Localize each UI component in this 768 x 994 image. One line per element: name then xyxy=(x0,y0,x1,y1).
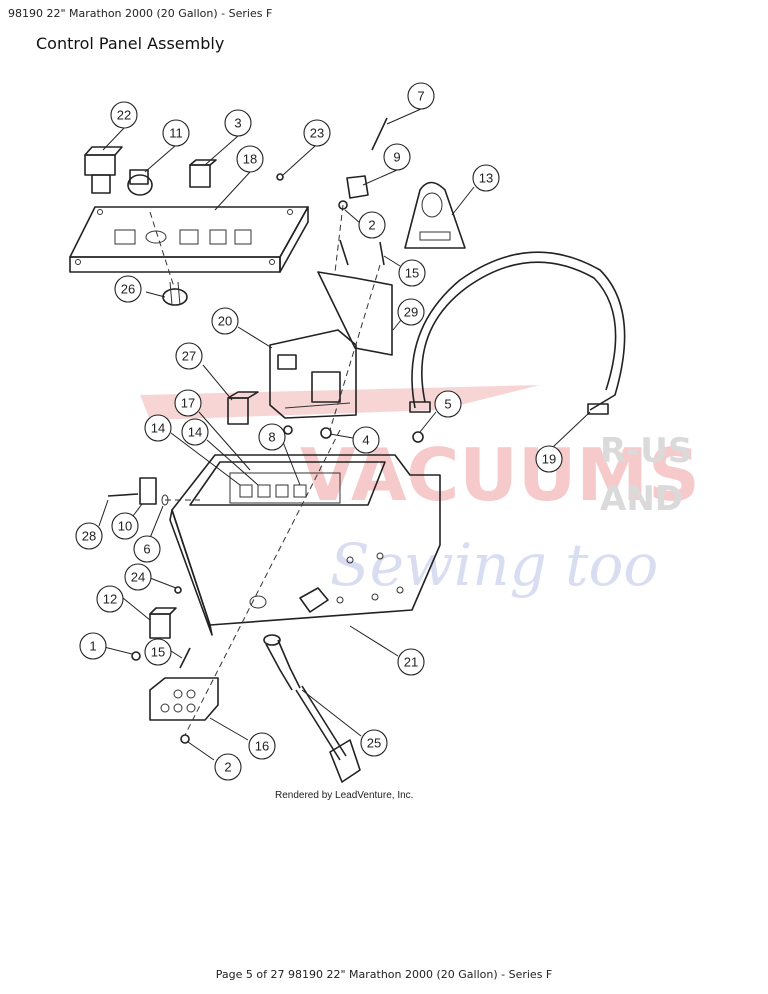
rocker-switch-part xyxy=(84,146,123,194)
document-header: 98190 22" Marathon 2000 (20 Gallon) - Se… xyxy=(8,7,273,20)
watermark-line3: Sewing too xyxy=(330,531,658,599)
relay-component-part xyxy=(227,391,259,425)
callout-13: 13 xyxy=(472,164,500,192)
callout-2-bottom: 2 xyxy=(214,753,242,781)
callout-12: 12 xyxy=(96,585,124,613)
svg-text:3: 3 xyxy=(234,116,241,131)
knob-part xyxy=(127,169,153,196)
callout-15-bottom: 15 xyxy=(144,638,172,666)
svg-text:29: 29 xyxy=(404,305,418,320)
callout-18: 18 xyxy=(236,145,264,173)
terminal-block-part xyxy=(149,677,219,721)
bracket-clip-part xyxy=(346,175,369,199)
callout-5: 5 xyxy=(434,390,462,418)
svg-text:28: 28 xyxy=(82,529,96,544)
svg-text:14: 14 xyxy=(188,425,202,440)
callout-7: 7 xyxy=(407,82,435,110)
svg-text:5: 5 xyxy=(444,397,451,412)
svg-text:24: 24 xyxy=(131,570,145,585)
fasteners xyxy=(131,117,424,744)
callout-20: 20 xyxy=(211,307,239,335)
control-panel-plate xyxy=(69,206,309,273)
svg-text:2: 2 xyxy=(368,218,375,233)
power-cord-part xyxy=(263,634,361,783)
svg-text:2: 2 xyxy=(224,760,231,775)
callout-28: 28 xyxy=(75,522,103,550)
svg-text:7: 7 xyxy=(417,89,424,104)
svg-text:22: 22 xyxy=(117,108,131,123)
callout-21: 21 xyxy=(397,648,425,676)
svg-text:8: 8 xyxy=(268,430,275,445)
callout-24: 24 xyxy=(124,563,152,591)
svg-text:13: 13 xyxy=(479,171,493,186)
svg-text:4: 4 xyxy=(362,433,369,448)
svg-text:10: 10 xyxy=(118,519,132,534)
callout-4: 4 xyxy=(352,426,380,454)
potentiometer-part xyxy=(162,281,188,306)
watermark-line2b: AND xyxy=(600,479,683,519)
callout-16: 16 xyxy=(248,732,276,760)
callout-27: 27 xyxy=(175,342,203,370)
watermark-line2a: R-US xyxy=(600,431,692,471)
callout-14-left: 14 xyxy=(144,414,172,442)
svg-text:15: 15 xyxy=(405,266,419,281)
bracket-and-board-part xyxy=(269,271,393,419)
side-switch-part xyxy=(107,477,169,506)
diagram-credit: Rendered by LeadVenture, Inc. xyxy=(275,790,414,801)
callout-15-top: 15 xyxy=(398,259,426,287)
watermark: VACUUMS R-US AND Sewing too xyxy=(140,385,700,599)
svg-text:1: 1 xyxy=(89,639,96,654)
exploded-parts-diagram: VACUUMS R-US AND Sewing too xyxy=(69,82,700,783)
callout-8: 8 xyxy=(258,423,286,451)
svg-text:21: 21 xyxy=(404,655,418,670)
cord-bail-part xyxy=(409,251,626,415)
callout-3: 3 xyxy=(224,109,252,137)
callout-9: 9 xyxy=(383,143,411,171)
svg-text:15: 15 xyxy=(151,645,165,660)
leader-lines xyxy=(98,108,591,761)
handle-loop-part xyxy=(404,181,466,249)
callout-22: 22 xyxy=(110,101,138,129)
callout-10: 10 xyxy=(111,512,139,540)
callout-11: 11 xyxy=(162,119,190,147)
small-switch-part xyxy=(189,159,217,188)
page-footer: Page 5 of 27 98190 22" Marathon 2000 (20… xyxy=(215,968,553,981)
callout-29: 29 xyxy=(397,298,425,326)
svg-text:14: 14 xyxy=(151,421,165,436)
svg-text:25: 25 xyxy=(367,736,381,751)
svg-text:18: 18 xyxy=(243,152,257,167)
callout-6: 6 xyxy=(133,535,161,563)
svg-text:26: 26 xyxy=(121,282,135,297)
callout-17: 17 xyxy=(174,389,202,417)
callout-2-top: 2 xyxy=(358,211,386,239)
svg-text:9: 9 xyxy=(393,150,400,165)
callout-23: 23 xyxy=(303,119,331,147)
callout-1: 1 xyxy=(79,632,107,660)
svg-text:20: 20 xyxy=(218,314,232,329)
section-title: Control Panel Assembly xyxy=(36,34,225,53)
callout-19: 19 xyxy=(535,445,563,473)
svg-text:6: 6 xyxy=(143,542,150,557)
svg-text:23: 23 xyxy=(310,126,324,141)
housing-box-part xyxy=(169,454,441,636)
callout-26: 26 xyxy=(114,275,142,303)
svg-text:27: 27 xyxy=(182,349,196,364)
svg-text:11: 11 xyxy=(169,126,183,141)
assembly-lines xyxy=(149,204,381,736)
svg-text:19: 19 xyxy=(542,452,556,467)
lower-switch-part xyxy=(149,607,177,639)
svg-text:12: 12 xyxy=(103,592,117,607)
callout-25: 25 xyxy=(360,729,388,757)
callout-14-right: 14 xyxy=(181,418,209,446)
svg-text:17: 17 xyxy=(181,396,195,411)
svg-text:16: 16 xyxy=(255,739,269,754)
